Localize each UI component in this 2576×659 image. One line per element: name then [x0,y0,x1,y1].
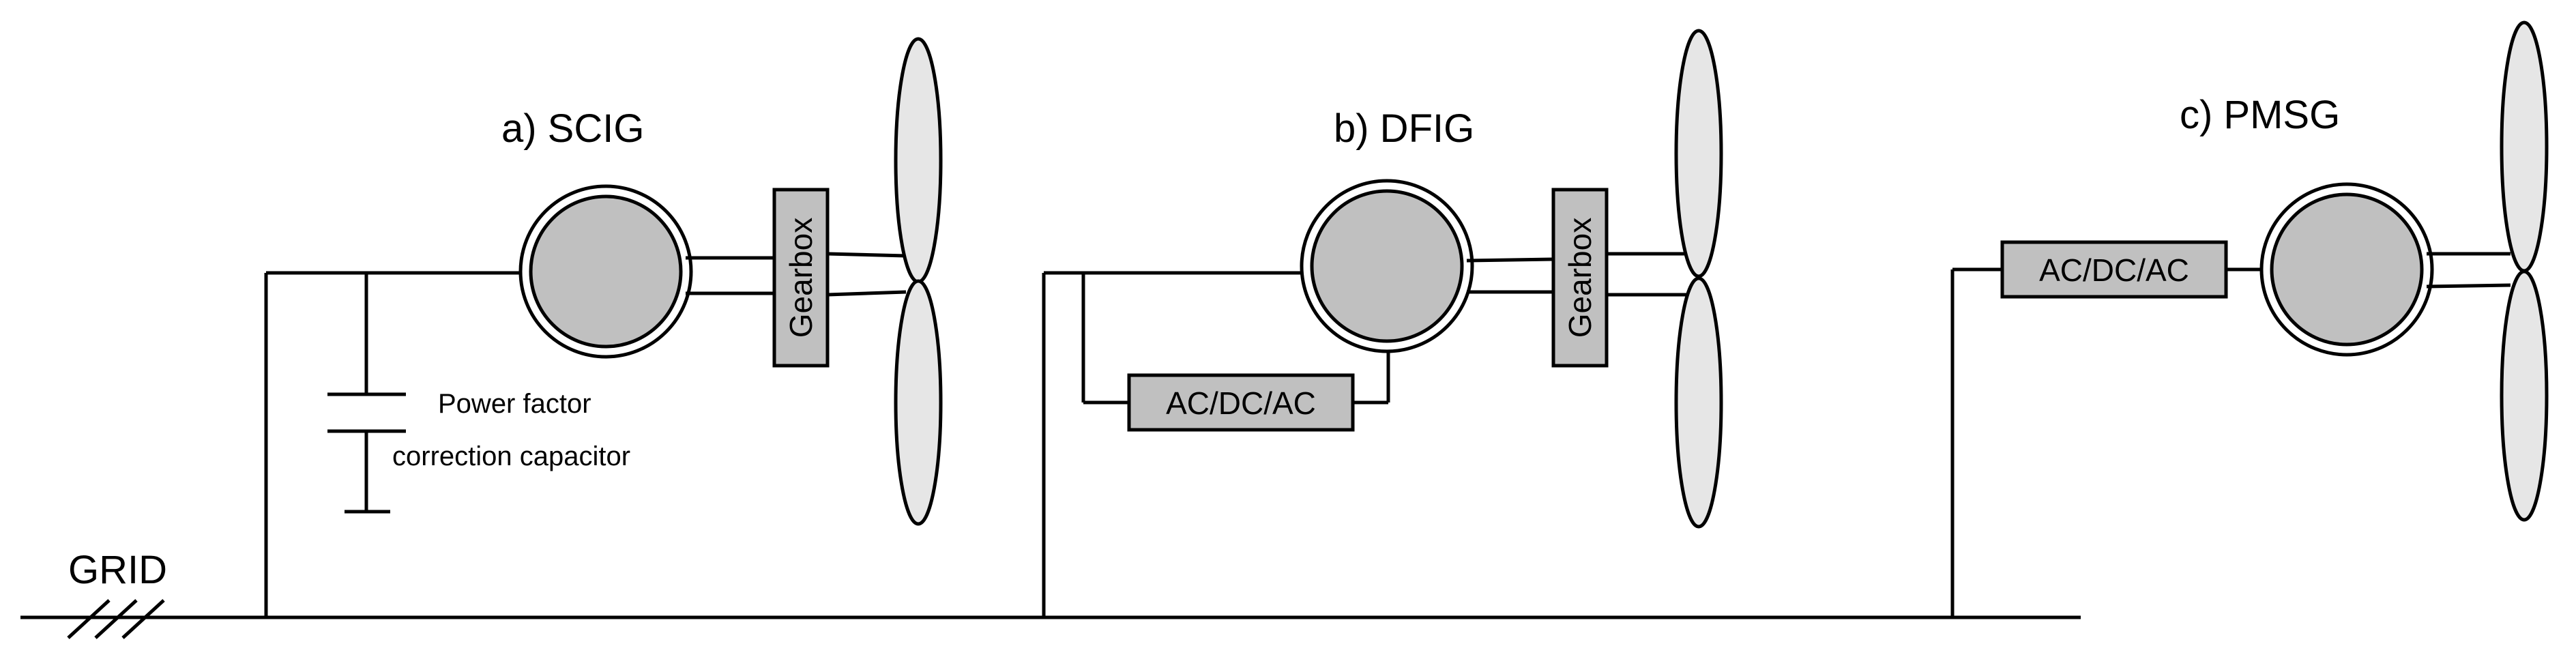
scig-title: a) SCIG [501,106,645,151]
power-factor-capacitor [327,273,406,514]
pmsg-blade-lower [2500,269,2549,522]
scig-hub-shaft-bottom [827,290,907,297]
scig-system: a) SCIG Power factor correction capacito… [264,37,943,617]
scig-gearbox-box [772,188,830,368]
dfig-gearbox: Gearbox [1551,188,1609,368]
dfig-converter-box [1127,373,1355,432]
dfig-generator-rotor [1310,189,1464,343]
pmsg-converter-label: AC/DC/AC [2039,252,2189,288]
pmsg-title: c) PMSG [2180,93,2340,137]
capacitor-label-line1: Power factor [438,389,591,419]
dfig-gearbox-label: Gearbox [1562,218,1598,338]
grid-phase-tick-3 [121,599,165,639]
dfig-title: b) DFIG [1334,106,1474,151]
pmsg-turbine [2500,20,2549,522]
pmsg-shaft-bottom [2426,283,2511,289]
scig-blade-lower [894,279,943,526]
scig-gearbox: Gearbox [772,188,830,368]
pmsg-generator-rotor [2270,192,2424,347]
scig-blade-upper [894,37,943,284]
pmsg-converter-box [2000,240,2228,299]
scig-hub-shaft-top [827,252,907,258]
dfig-turbine [1674,29,1723,529]
grid-phase-tick-1 [67,599,111,639]
pmsg-generator [2259,182,2434,357]
pmsg-system: c) PMSG AC/DC/AC [1950,20,2549,617]
pmsg-blade-upper [2500,20,2549,273]
scig-generator [518,184,693,359]
capacitor-label-line2: correction capacitor [392,441,630,471]
dfig-converter-label: AC/DC/AC [1166,385,1316,421]
dfig-generator [1300,179,1474,353]
dfig-blade-upper [1674,29,1723,278]
grid-bus: GRID [20,548,2081,639]
dfig-gearbox-box [1551,188,1609,368]
dfig-blade-lower [1674,276,1723,529]
scig-generator-rotor [529,194,683,349]
grid-label: GRID [68,548,167,592]
grid-phase-tick-2 [94,599,138,639]
dfig-shaft-top [1466,257,1554,263]
scig-turbine [894,37,943,526]
dfig-system: b) DFIG AC/DC/AC Gearbox [1042,29,1723,617]
scig-gearbox-label: Gearbox [783,218,819,338]
dfig-converter: AC/DC/AC [1127,373,1355,432]
pmsg-converter: AC/DC/AC [2000,240,2228,299]
